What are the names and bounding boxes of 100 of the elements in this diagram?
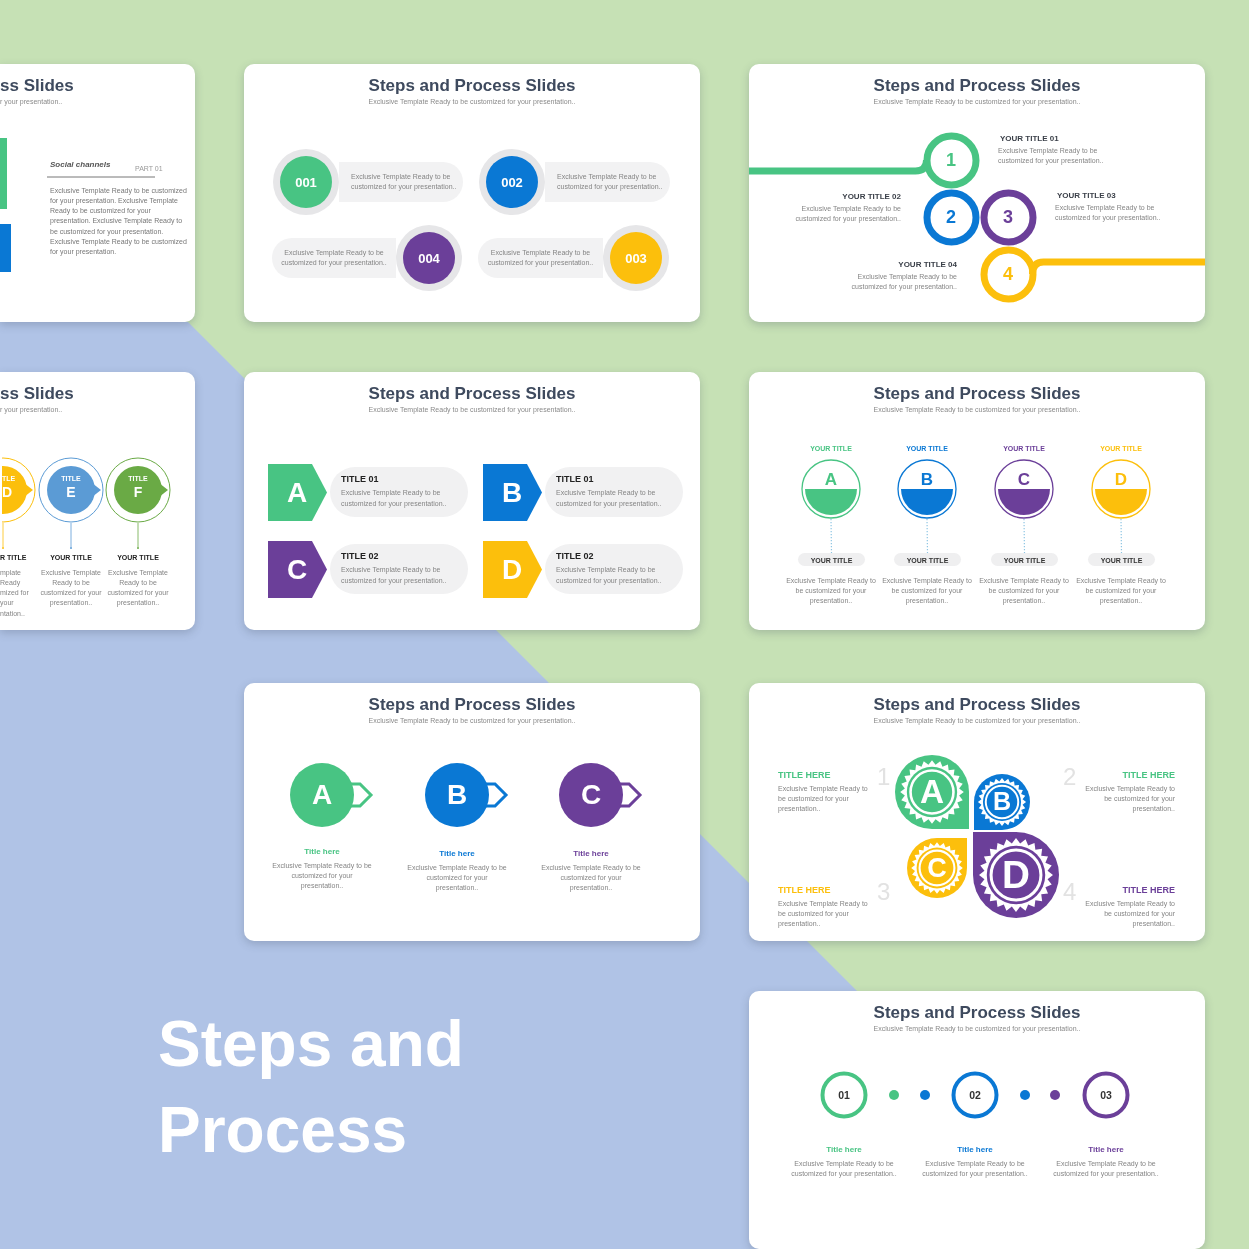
item-title: Title here — [957, 1145, 993, 1154]
step-number: 02 — [969, 1089, 981, 1101]
slide-title: ss Slides — [0, 76, 74, 96]
title-chip — [991, 553, 1058, 566]
gear-petal — [907, 838, 967, 898]
step-number: 4 — [1003, 265, 1013, 283]
step-letter: B — [446, 781, 468, 809]
item-title: Title here — [826, 1145, 862, 1154]
step-circle — [38, 457, 104, 523]
circle-letter: E — [66, 485, 76, 499]
headline-text: Steps and Process — [158, 1007, 465, 1168]
step-number: 003 — [625, 251, 647, 265]
step-number: 004 — [418, 251, 440, 265]
step-circle — [1091, 445, 1151, 519]
step-circle — [951, 1071, 999, 1119]
step-circle — [897, 445, 957, 519]
slide-card — [749, 372, 1205, 630]
step-pill — [545, 162, 670, 202]
step-number: 3 — [1003, 208, 1013, 226]
step-letter: B — [501, 478, 523, 507]
dotted-connector — [1120, 518, 1123, 554]
slide-title: Steps and Process Slides — [873, 384, 1081, 404]
slide-card — [0, 372, 195, 630]
step-circle — [1082, 1071, 1130, 1119]
step-circle — [425, 763, 509, 827]
gear-petal — [895, 755, 969, 829]
step-number: 03 — [1100, 1089, 1112, 1101]
item-title: YOUR TITLE 02 — [842, 192, 901, 201]
item-title: TITLE 01 — [341, 474, 379, 484]
slide-title: Steps and Process Slides — [368, 384, 576, 404]
step-letter: A — [824, 471, 838, 488]
step-letter: A — [311, 781, 333, 809]
slide-title: Steps and Process Slides — [368, 695, 576, 715]
step-circle — [820, 1071, 868, 1119]
item-title: YOUR TITLE 03 — [1057, 191, 1116, 200]
slide-card — [244, 64, 700, 322]
item-title: TITLE HERE — [778, 770, 831, 780]
step-pill — [272, 238, 396, 278]
slide-card — [749, 683, 1205, 941]
step-number: 01 — [838, 1089, 850, 1101]
step-circle — [105, 457, 171, 523]
slide-card — [0, 64, 195, 322]
slide-card — [244, 372, 700, 630]
slide-card — [749, 64, 1205, 322]
step-circle — [396, 225, 462, 291]
item-title: Title here — [439, 849, 475, 858]
step-circle — [801, 445, 861, 519]
item-title: TITLE HERE — [778, 885, 831, 895]
step-letter: D — [1114, 471, 1128, 488]
title-chip — [1088, 553, 1155, 566]
step-circle — [479, 149, 545, 215]
slide-title: ss Slides — [0, 384, 74, 404]
item-title: YOUR TITLE 04 — [898, 260, 957, 269]
step-letter: C — [286, 555, 308, 584]
step-ring — [979, 188, 1037, 246]
step-letter: D — [1002, 855, 1030, 895]
step-number: 002 — [501, 175, 523, 189]
step-letter: A — [920, 775, 944, 809]
circle-letter: D — [2, 485, 13, 499]
slide-title: Steps and Process Slides — [873, 1003, 1081, 1023]
step-number: 2 — [946, 208, 956, 226]
item-title: TITLE 01 — [556, 474, 594, 484]
step-pill — [478, 238, 603, 278]
step-ring — [979, 245, 1037, 303]
step-circle — [559, 763, 643, 827]
step-circle — [603, 225, 669, 291]
letter-tab — [268, 464, 327, 521]
slide-card — [244, 683, 700, 941]
title-chip — [798, 553, 865, 566]
slide-title: Steps and Process Slides — [368, 76, 576, 96]
step-circle — [994, 445, 1054, 519]
step-number: 1 — [946, 151, 956, 169]
gear-petal — [974, 774, 1030, 830]
item-title: TITLE 02 — [556, 551, 594, 561]
slide-title: Steps and Process Slides — [873, 76, 1081, 96]
step-circle — [290, 763, 374, 827]
dotted-connector — [1023, 518, 1026, 554]
step-number: 001 — [295, 175, 317, 189]
title-chip — [894, 553, 961, 566]
step-letter: B — [920, 471, 934, 488]
step-letter: A — [286, 478, 308, 507]
step-pill — [339, 162, 463, 202]
step-letter: C — [927, 854, 947, 882]
dotted-connector — [926, 518, 929, 554]
circle-letter: F — [133, 485, 143, 499]
section-heading: Social channels — [50, 160, 111, 169]
letter-tab — [268, 541, 327, 598]
item-title: TITLE HERE — [1122, 770, 1175, 780]
step-letter: D — [501, 555, 523, 584]
item-title: TITLE HERE — [1122, 885, 1175, 895]
item-title: Title here — [304, 847, 340, 856]
item-title: YOUR TITLE 01 — [1000, 134, 1059, 143]
gear-petal — [973, 832, 1059, 918]
slide-title: Steps and Process Slides — [873, 695, 1081, 715]
letter-tab — [483, 464, 542, 521]
slide-card — [749, 991, 1205, 1249]
step-letter: C — [580, 781, 602, 809]
step-letter: B — [992, 789, 1012, 815]
letter-tab — [483, 541, 542, 598]
dotted-connector — [830, 518, 833, 554]
